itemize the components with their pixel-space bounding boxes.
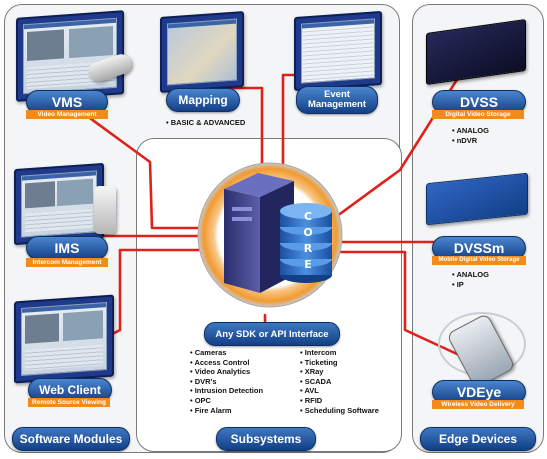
- dvss-feature: ANALOG: [452, 126, 489, 136]
- dvssm-desc: Mobile Digital Video Storage: [432, 256, 526, 265]
- subsystem-item: SCADA: [300, 377, 379, 387]
- dvssm-feature: IP: [452, 280, 489, 290]
- ims-monitor: [14, 162, 104, 246]
- subsystem-item: Intrusion Detection: [190, 386, 263, 396]
- subsystem-item: Cameras: [190, 348, 263, 358]
- vms-desc: Video Management: [26, 110, 108, 119]
- subsystem-item: AVL: [300, 386, 379, 396]
- subsystem-item: Ticketing: [300, 358, 379, 368]
- subsystem-item: XRay: [300, 367, 379, 377]
- subsystems-title: Subsystems: [216, 427, 316, 451]
- dvss-desc: Digital Video Storage: [432, 110, 524, 119]
- ims-label: IMS: [26, 236, 108, 260]
- subsystem-item: Scheduling Software: [300, 406, 379, 416]
- subsystems-list-right: Intercom Ticketing XRay SCADA AVL RFID S…: [300, 348, 379, 416]
- subsystem-item: RFID: [300, 396, 379, 406]
- core-letter-c: C: [303, 210, 313, 223]
- dvssm-feature: ANALOG: [452, 270, 489, 280]
- subsystem-item: Fire Alarm: [190, 406, 263, 416]
- web-client-desc: Remote Source Viewing: [28, 398, 110, 407]
- edge-devices-title: Edge Devices: [420, 427, 536, 451]
- intercom-icon: [94, 186, 116, 234]
- dvssm-features: ANALOG IP: [452, 270, 489, 289]
- subsystem-item: Intercom: [300, 348, 379, 358]
- software-modules-title: Software Modules: [12, 427, 130, 451]
- connector-vms: [70, 103, 202, 230]
- event-label: Event Management: [296, 86, 378, 114]
- subsystem-item: Video Analytics: [190, 367, 263, 377]
- subsystem-item: DVR's: [190, 377, 263, 387]
- subsystem-item: Access Control: [190, 358, 263, 368]
- dvss-feature: nDVR: [452, 136, 489, 146]
- core-letter-o: O: [303, 226, 313, 239]
- mapping-monitor: [160, 11, 244, 93]
- subsystems-list-left: Cameras Access Control Video Analytics D…: [190, 348, 263, 415]
- vms-monitor: [16, 10, 124, 102]
- connector-vdeye: [332, 250, 472, 362]
- mapping-feature: BASIC & ADVANCED: [166, 118, 246, 128]
- mapping-label: Mapping: [166, 88, 240, 112]
- event-monitor: [294, 10, 382, 92]
- web-monitor: [14, 294, 114, 384]
- mapping-features: BASIC & ADVANCED: [166, 118, 246, 128]
- ims-desc: Intercom Management: [26, 258, 108, 267]
- vdeye-desc: Wireless Video Delivery: [432, 400, 524, 409]
- core-letter-r: R: [303, 242, 313, 255]
- subsystem-item: OPC: [190, 396, 263, 406]
- core-letter-e: E: [304, 258, 312, 271]
- dvss-features: ANALOG nDVR: [452, 126, 489, 145]
- core-hub: [197, 162, 343, 308]
- sdk-interface-badge: Any SDK or API Interface: [204, 322, 340, 346]
